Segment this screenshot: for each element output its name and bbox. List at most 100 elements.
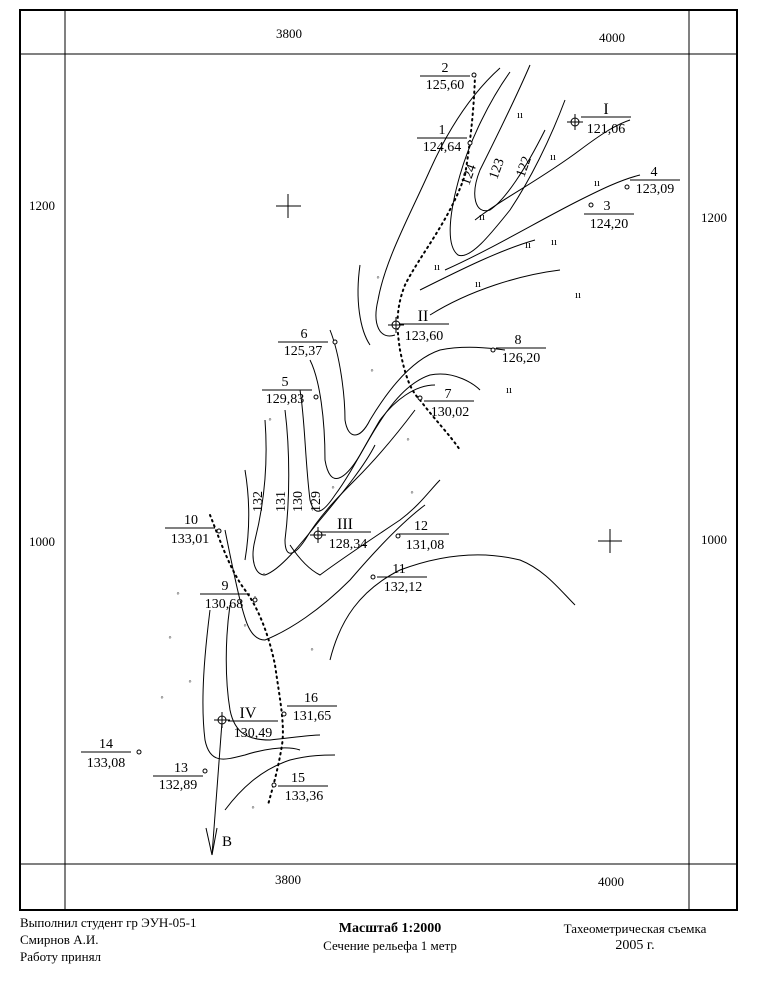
svg-text:14: 14 <box>99 737 113 752</box>
x-label-bottom-3800: 3800 <box>275 872 301 887</box>
svg-text:ıı: ıı <box>517 109 523 121</box>
svg-text:ıı: ıı <box>551 236 557 248</box>
point-label-5: 5 129,83 <box>262 375 312 407</box>
svg-text:3: 3 <box>604 199 611 214</box>
contour-label-123: 123 <box>487 157 508 182</box>
contour-lines <box>202 64 641 811</box>
point-label-6: 6 125,37 <box>278 327 328 359</box>
footer-student: Выполнил студент гр ЭУН-05-1 <box>20 915 197 930</box>
svg-text:IV: IV <box>240 705 257 722</box>
svg-text:123,09: 123,09 <box>636 182 675 197</box>
svg-text:◦: ◦ <box>376 272 379 282</box>
contour-label-130: 130 <box>291 491 306 512</box>
north-label: B <box>222 834 232 850</box>
svg-text:133,01: 133,01 <box>171 532 210 547</box>
svg-text:126,20: 126,20 <box>502 351 541 366</box>
svg-text:ıı: ıı <box>525 239 531 251</box>
svg-text:131,08: 131,08 <box>406 538 445 553</box>
point-label-8: 8 126,20 <box>496 333 546 366</box>
y-label-left-1000: 1000 <box>29 534 55 549</box>
x-label-bottom-4000: 4000 <box>598 874 624 889</box>
svg-text:15: 15 <box>291 771 305 786</box>
point-label-3: 3 124,20 <box>584 199 634 232</box>
svg-text:ıı: ıı <box>434 261 440 273</box>
svg-text:◦: ◦ <box>310 644 313 654</box>
svg-text:◦: ◦ <box>331 482 334 492</box>
contour-label-124: 124 <box>459 163 480 188</box>
svg-text:◦: ◦ <box>176 588 179 598</box>
svg-text:◦: ◦ <box>243 620 246 630</box>
point-label-III: III 128,34 <box>321 516 371 552</box>
footer-accepted: Работу принял <box>20 949 102 964</box>
point-label-1: 1 124,64 <box>417 123 467 155</box>
svg-text:8: 8 <box>515 333 522 348</box>
svg-text:124,20: 124,20 <box>590 217 629 232</box>
svg-text:I: I <box>603 101 608 118</box>
contour-label-131: 131 <box>274 491 289 512</box>
svg-text:III: III <box>337 516 353 533</box>
contour-label-122: 122 <box>514 155 535 180</box>
outer-frame <box>19 9 738 911</box>
svg-text:11: 11 <box>392 562 405 577</box>
y-label-right-1000: 1000 <box>701 532 727 547</box>
svg-text:4: 4 <box>651 165 658 180</box>
svg-text:132,89: 132,89 <box>159 778 198 793</box>
svg-text:5: 5 <box>282 375 289 390</box>
svg-text:◦: ◦ <box>251 802 254 812</box>
footer-scale: Масштаб 1:2000 <box>338 921 442 936</box>
svg-text:124,64: 124,64 <box>423 140 462 155</box>
contour-label-129: 129 <box>309 491 324 512</box>
svg-text:◦: ◦ <box>168 632 171 642</box>
footer-name: Смирнов А.И. <box>20 932 99 947</box>
y-label-left-1200: 1200 <box>29 198 55 213</box>
svg-text:131,65: 131,65 <box>293 709 332 724</box>
survey-markers <box>136 72 630 788</box>
svg-text:◦: ◦ <box>370 365 373 375</box>
svg-text:130,68: 130,68 <box>205 597 244 612</box>
svg-text:◦: ◦ <box>262 569 265 579</box>
svg-text:123,60: 123,60 <box>405 329 444 344</box>
point-label-13: 13 132,89 <box>153 761 203 793</box>
svg-text:7: 7 <box>445 387 452 402</box>
svg-text:1: 1 <box>439 123 446 138</box>
svg-text:ıı: ıı <box>575 289 581 301</box>
svg-text:125,37: 125,37 <box>284 344 323 359</box>
svg-text:ıı: ıı <box>475 278 481 290</box>
footer-year: 2005 г. <box>615 938 655 953</box>
svg-text:◦: ◦ <box>253 592 256 602</box>
svg-text:129,83: 129,83 <box>266 392 305 407</box>
footer-right: Тахеометрическая съемка 2005 г. <box>530 920 740 954</box>
point-label-4: 4 123,09 <box>630 165 680 197</box>
footer-center: Масштаб 1:2000 Сечение рельефа 1 метр <box>300 920 480 954</box>
svg-text:ıı: ıı <box>506 384 512 396</box>
contour-label-132: 132 <box>251 491 266 512</box>
svg-text:13: 13 <box>174 761 188 776</box>
x-label-top-3800: 3800 <box>276 26 302 41</box>
dotted-lines <box>209 74 476 806</box>
svg-text:ıı: ıı <box>479 211 485 223</box>
x-label-top-4000: 4000 <box>599 30 625 45</box>
svg-text:◦: ◦ <box>406 434 409 444</box>
cultivation-symbols: ◦◦◦ ◦◦◦ ◦◦◦ ◦◦◦ ◦◦◦ <box>160 272 413 812</box>
svg-text:ıı: ıı <box>550 151 556 163</box>
svg-text:16: 16 <box>304 691 318 706</box>
y-label-right-1200: 1200 <box>701 210 727 225</box>
svg-text:6: 6 <box>301 327 308 342</box>
svg-text:◦: ◦ <box>268 414 271 424</box>
grid-cross <box>276 194 622 553</box>
footer-relief: Сечение рельефа 1 метр <box>323 938 457 953</box>
svg-text:128,34: 128,34 <box>329 537 368 552</box>
